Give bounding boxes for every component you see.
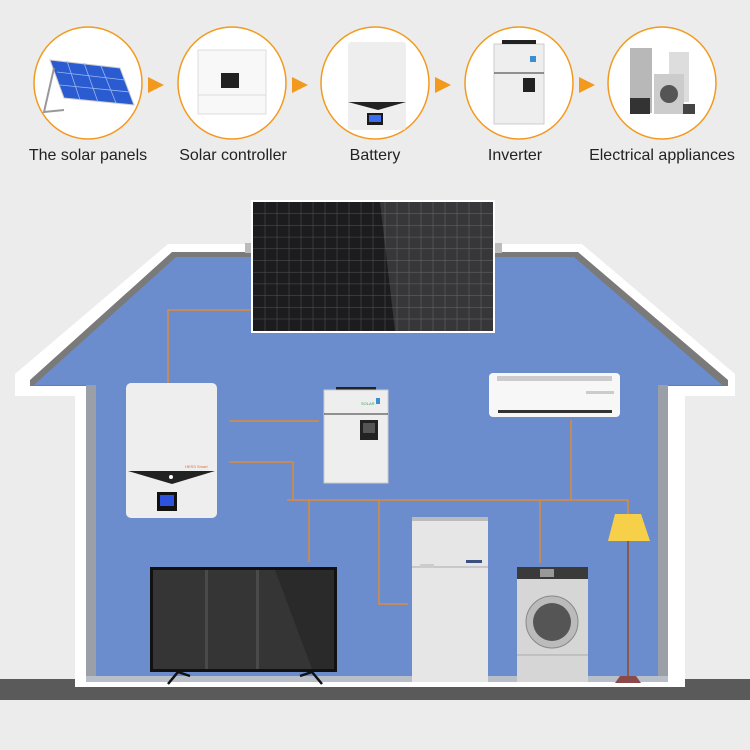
flow-label-solar-panels: The solar panels	[28, 147, 148, 164]
solar-panel-icon	[42, 59, 135, 114]
inverter-icon	[493, 40, 545, 125]
television	[150, 567, 337, 685]
arrow-right-icon	[435, 77, 451, 93]
panel-cell-grid	[253, 202, 493, 331]
flow-arrows	[148, 77, 595, 93]
flow-step-battery	[320, 26, 430, 140]
solar-controller-icon	[197, 49, 267, 115]
appliances-icon	[630, 48, 695, 114]
air-conditioner	[489, 373, 620, 417]
roof-solar-panel	[245, 200, 502, 333]
svg-text:HESS Smart: HESS Smart	[185, 464, 209, 469]
refrigerator	[412, 517, 488, 682]
wall-battery: HESS Smart	[126, 383, 217, 518]
wires	[167, 309, 629, 605]
flow-step-inverter	[464, 26, 574, 140]
floor-lamp	[608, 514, 650, 683]
flow-label-battery: Battery	[349, 147, 401, 164]
arrow-right-icon	[292, 77, 308, 93]
flow-label-controller: Solar controller	[179, 147, 287, 164]
battery-icon	[348, 42, 406, 130]
svg-text:SOLAR: SOLAR	[361, 401, 375, 406]
washing-machine	[517, 567, 588, 682]
arrow-right-icon	[579, 77, 595, 93]
inverter: SOLAR	[323, 387, 389, 484]
flow-label-appliances: Electrical appliances	[589, 147, 735, 164]
flow-label-inverter: Inverter	[487, 147, 543, 164]
flow-step-solar-panels	[33, 26, 143, 140]
arrow-right-icon	[148, 77, 164, 93]
flow-step-controller	[177, 26, 287, 140]
flow-step-appliances	[607, 26, 717, 140]
